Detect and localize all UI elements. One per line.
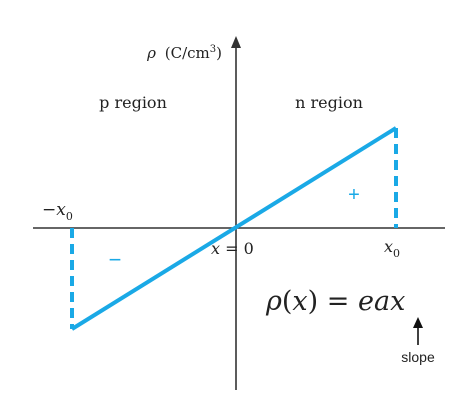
p-region-label: p region xyxy=(99,93,167,112)
neg-x0-label: −x0 xyxy=(42,200,73,223)
positive-charge-sign: + xyxy=(348,184,360,206)
slope-arrow-head xyxy=(413,317,423,328)
negative-charge-sign: − xyxy=(109,247,122,272)
charge-density-line xyxy=(70,126,398,331)
y-axis-label: ρ (C/cm3) xyxy=(146,44,222,62)
y-axis-arrowhead xyxy=(231,36,241,48)
origin-label: x = 0 xyxy=(211,239,254,258)
slope-label: slope xyxy=(401,349,435,365)
charge-density-equation: ρ(x) = eax xyxy=(265,286,405,317)
x0-label: x0 xyxy=(384,237,400,260)
n-region-label: n region xyxy=(295,93,363,112)
